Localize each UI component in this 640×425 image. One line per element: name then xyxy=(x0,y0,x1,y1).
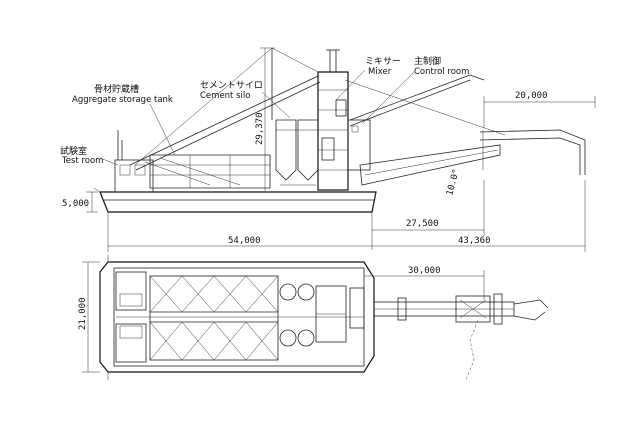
dim-draft: 5,000 xyxy=(62,199,89,209)
dim-hull-width: 21,000 xyxy=(78,297,88,330)
cement-label-en: Cement silo xyxy=(200,91,250,101)
dim-hull-length: 54,000 xyxy=(228,236,261,246)
control-label-en: Control room xyxy=(414,67,469,77)
mixer-label-en: Mixer xyxy=(368,67,392,77)
test-room-label-jp: 試験室 xyxy=(60,145,87,157)
aggregate-tank xyxy=(149,154,271,189)
cement-silos xyxy=(275,119,319,186)
dim-boom-reach-a: 27,500 xyxy=(406,219,439,229)
side-elevation xyxy=(93,47,586,213)
aggregate-label-en: Aggregate storage tank xyxy=(72,95,173,105)
hull-side xyxy=(99,191,377,213)
placing-boom xyxy=(344,74,586,186)
plan-boom xyxy=(373,293,549,381)
hull-plan xyxy=(99,261,375,373)
cement-label-jp: セメントサイロ xyxy=(200,80,263,91)
side-dimensions: 29,370 20,000 10.0° 5,000 27,500 54,000 … xyxy=(62,47,596,252)
test-room-block xyxy=(114,159,154,193)
dim-plan-boom: 30,000 xyxy=(408,266,441,276)
side-labels: 骨材貯蔵槽 Aggregate storage tank セメントサイロ Cem… xyxy=(60,55,469,166)
silos-plan xyxy=(279,283,347,347)
mixer-tower xyxy=(317,49,349,191)
aggregate-bins-plan xyxy=(149,275,279,361)
plan-dimensions: 30,000 21,000 xyxy=(78,261,485,373)
plan-view xyxy=(99,255,549,381)
mixer-label-jp: ミキサー xyxy=(365,56,401,67)
dim-boom-top: 20,000 xyxy=(515,91,548,101)
test-room-label-en: Test room xyxy=(61,156,103,166)
aggregate-label-jp: 骨材貯蔵槽 xyxy=(94,83,139,95)
dim-boom-angle: 10.0° xyxy=(445,168,462,197)
control-room xyxy=(347,119,371,171)
dim-height-total: 29,370 xyxy=(255,112,265,145)
control-label-jp: 主制御 xyxy=(414,55,441,67)
dim-boom-reach-b: 43,360 xyxy=(458,236,491,246)
